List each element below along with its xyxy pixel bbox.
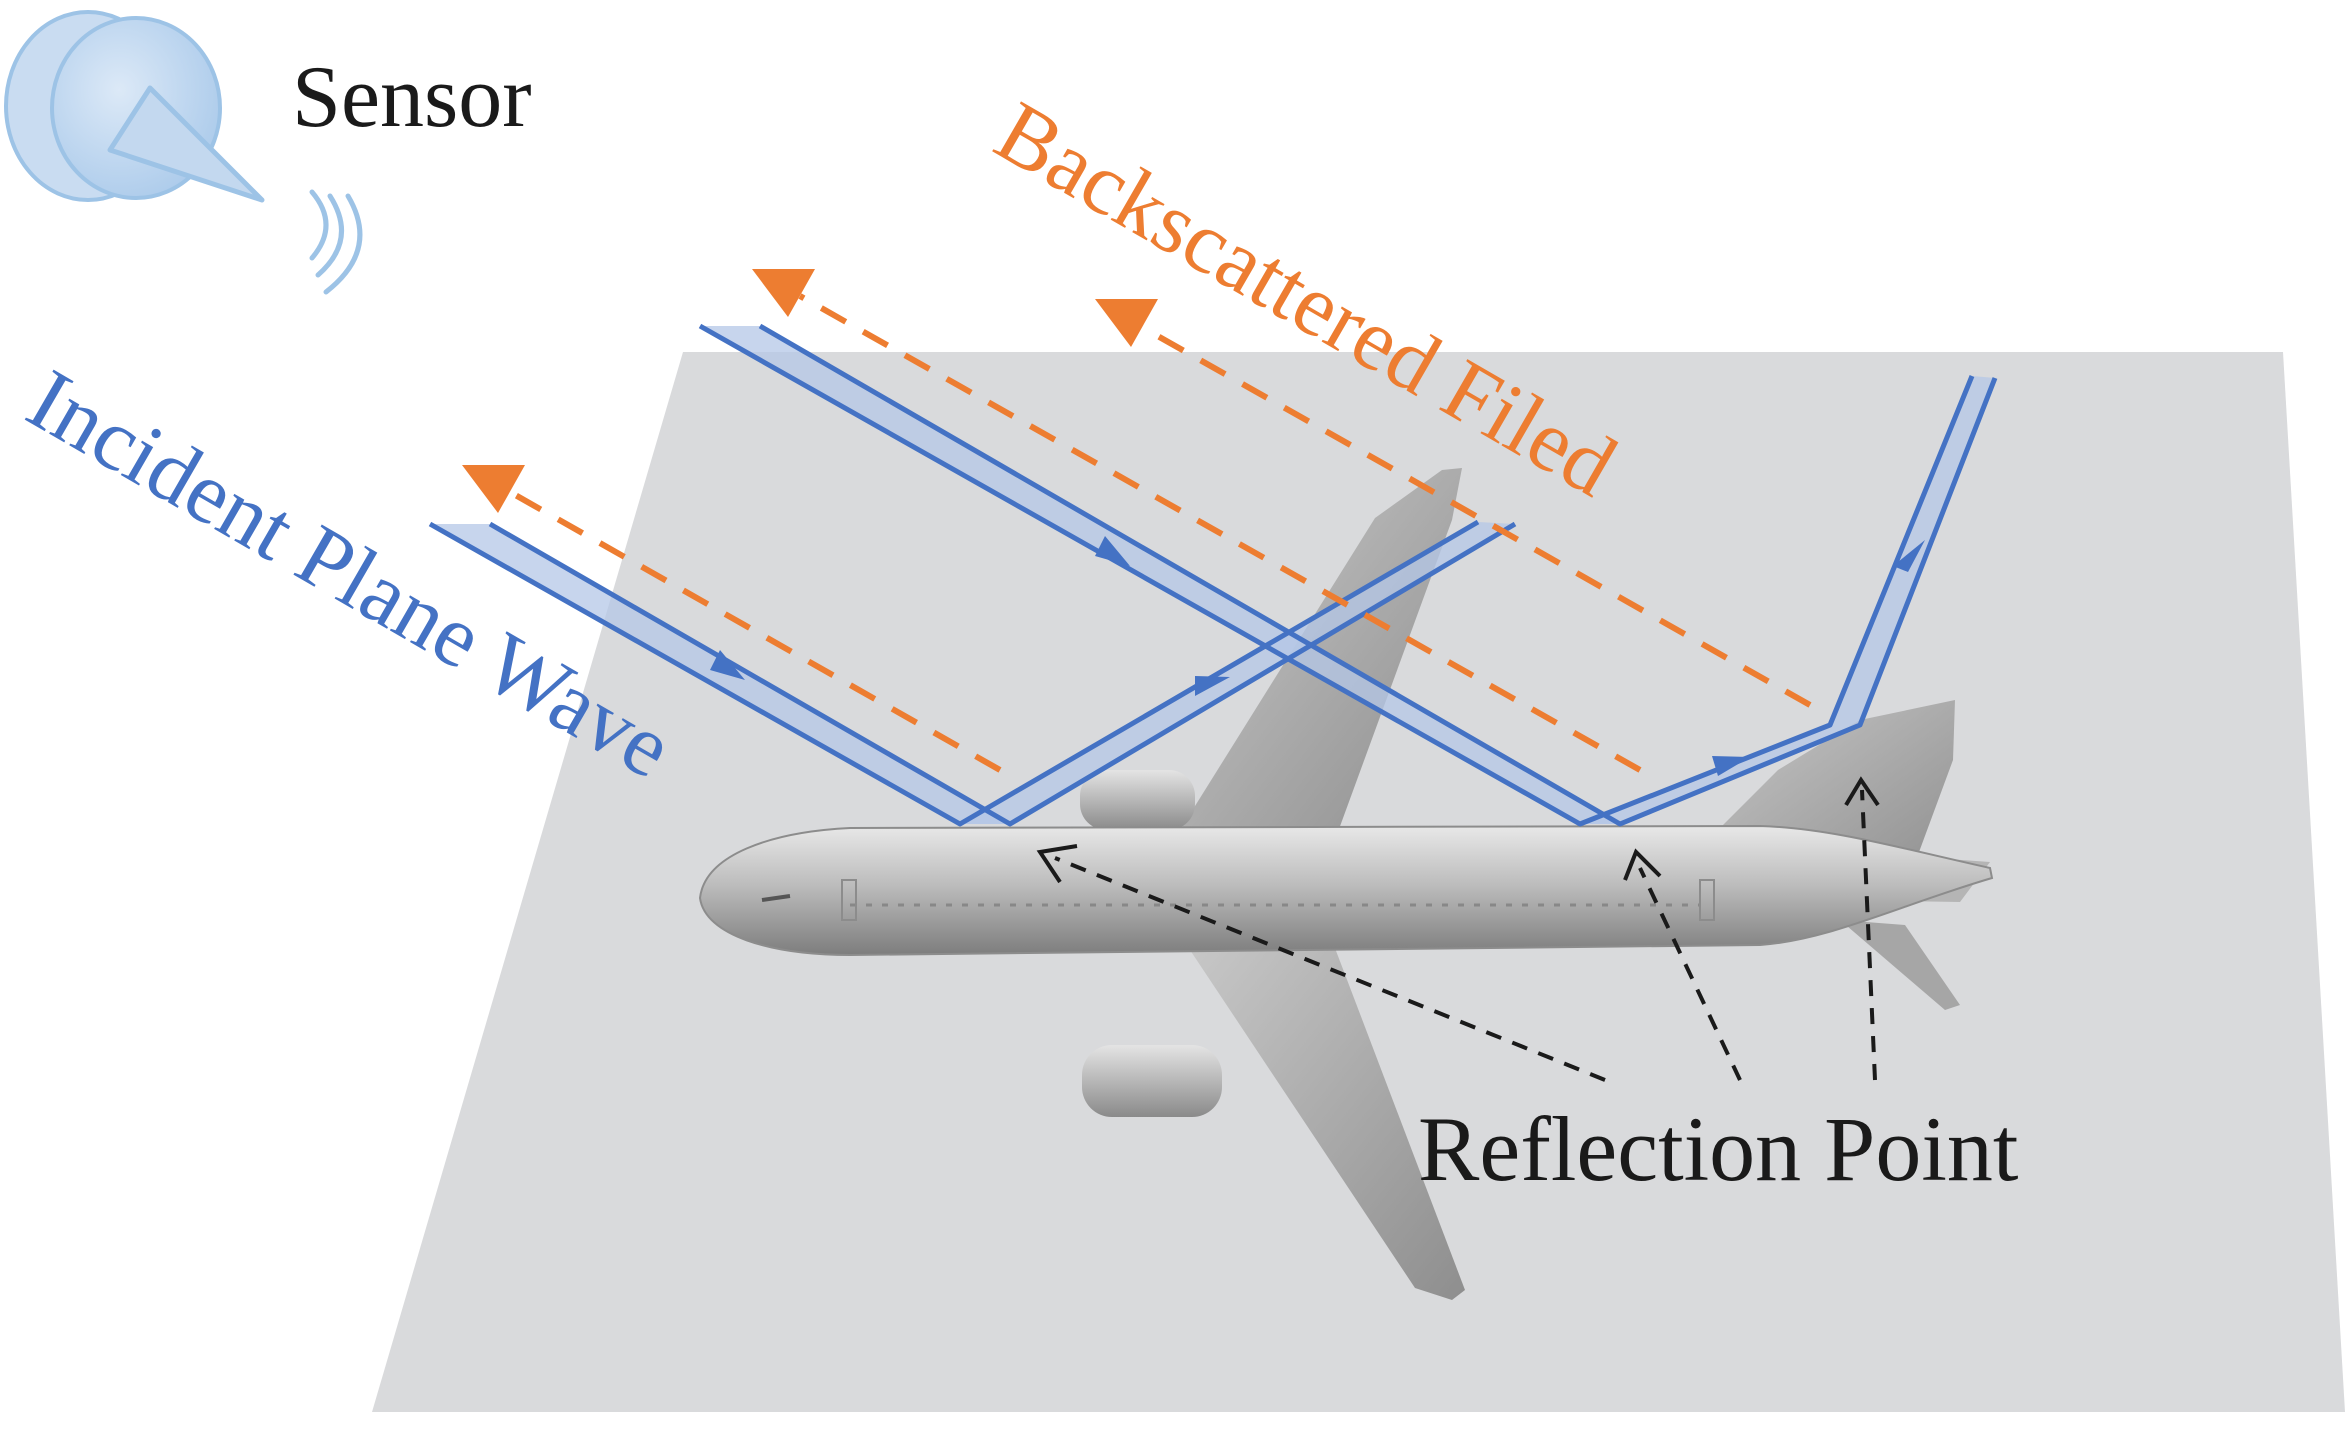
- sensor-label: Sensor: [292, 49, 532, 146]
- incident-wave-label: Incident Plane Wave: [12, 351, 688, 797]
- incident-beam-1: [430, 524, 1010, 824]
- reflection-pointer-3: [1860, 789, 1877, 1081]
- backscatter-head-3: [1095, 299, 1158, 347]
- reflection-point-label: Reflection Point: [1418, 1098, 2019, 1200]
- reflected-arrow-3: [1893, 540, 1925, 572]
- incident-wave-arrowheads: [710, 536, 1925, 776]
- incident-wave-lines: [428, 323, 1998, 827]
- reflected-arrow-1: [1195, 676, 1230, 696]
- reflected-arrow-2: [1712, 756, 1750, 776]
- backscatter-line-2: [798, 293, 1642, 773]
- backscatter-arrows: [508, 293, 1812, 773]
- reflection-pointers: [1054, 789, 1877, 1082]
- incident-arrow-1: [710, 650, 745, 680]
- backscatter-arrowheads: [462, 269, 1158, 513]
- reflection-pointer-1: [1054, 856, 1606, 1082]
- backscatter-head-1: [462, 465, 525, 513]
- incident-beam-2: [700, 326, 1620, 824]
- backscatter-head-2: [752, 269, 815, 317]
- sensor-dish-icon: [4, 10, 265, 203]
- incident-arrow-2: [1095, 536, 1130, 566]
- reflection-pointer-2: [1638, 867, 1742, 1081]
- signal-wave-icon: [309, 189, 363, 295]
- backscatter-line-3: [1138, 323, 1812, 708]
- reflection-pointer-heads: [1036, 776, 1880, 884]
- reflected-beam-1: [960, 522, 1515, 824]
